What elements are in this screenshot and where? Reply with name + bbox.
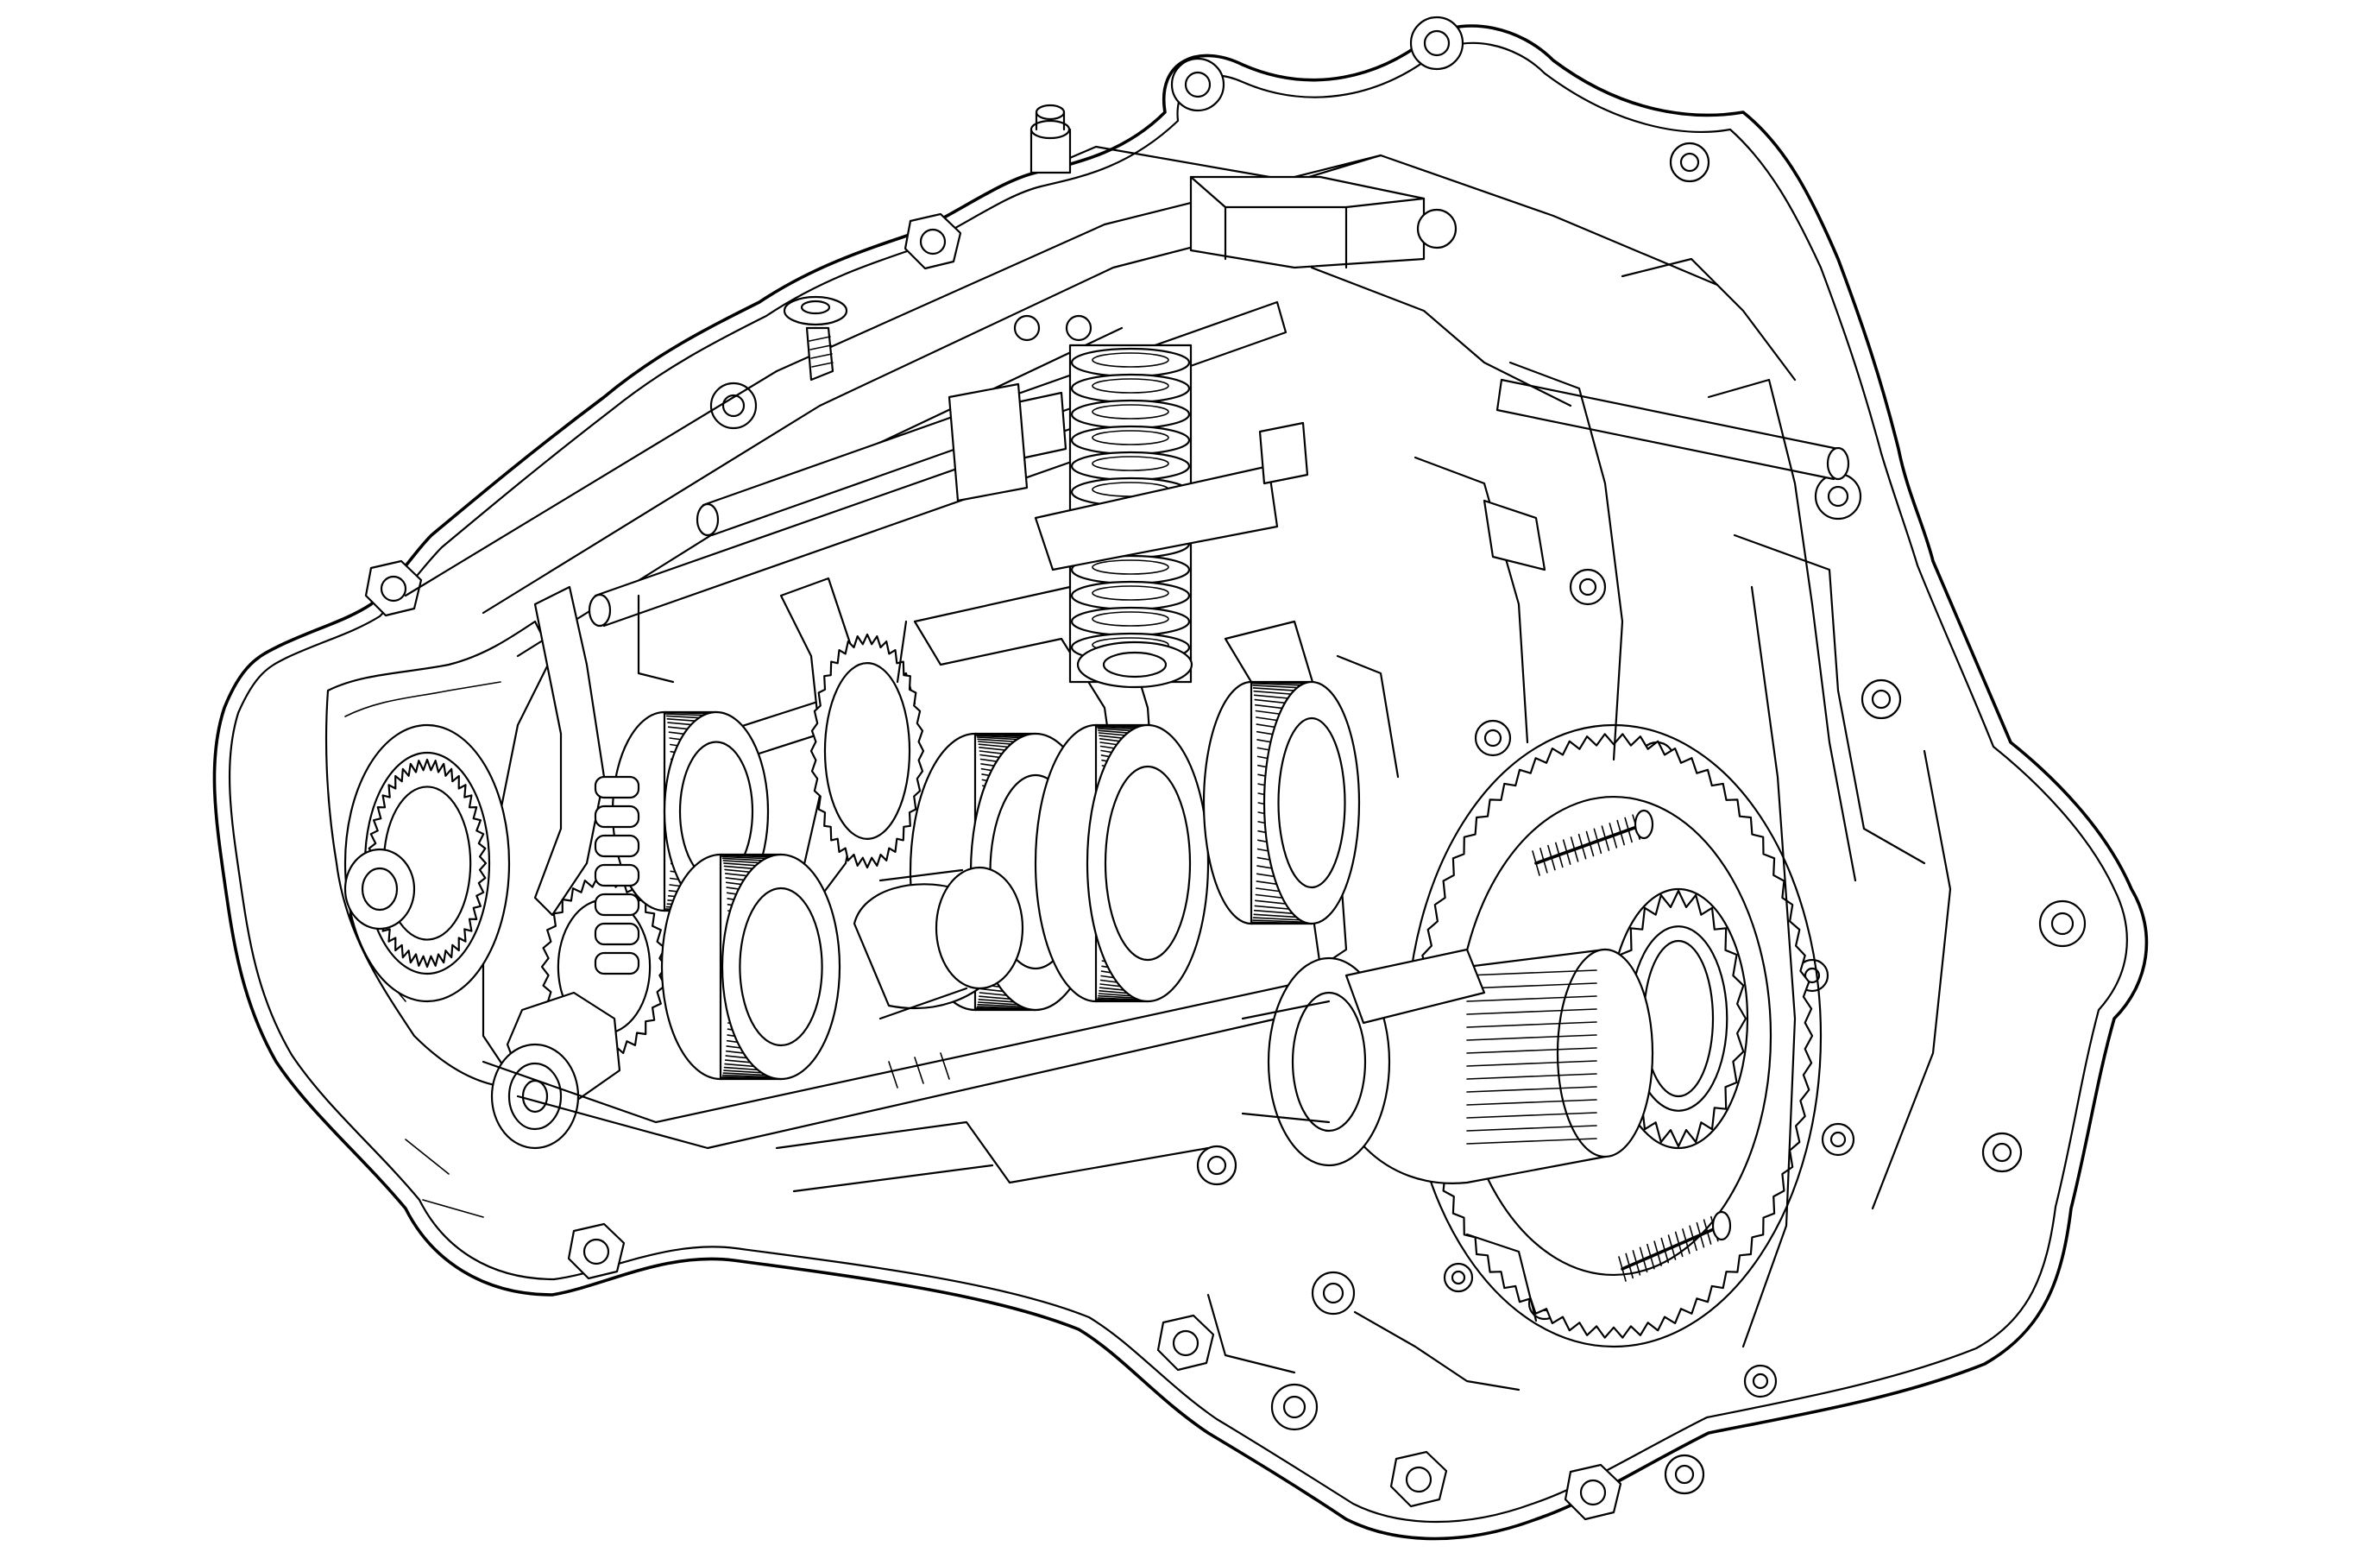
lower-housing [482, 982, 1296, 1193]
output-shaft-splines [1466, 969, 1597, 1145]
gear-reverse-gear [809, 633, 925, 869]
needle-bearing-rollers [594, 775, 640, 975]
threaded-studs [1532, 809, 1732, 1282]
input-shaft-hub [343, 723, 511, 1003]
hex-bolts [364, 212, 1622, 1521]
shift-rails [588, 300, 1850, 783]
breather-fitting [783, 295, 848, 382]
outer-housing [212, 24, 2149, 1541]
gear-main-helical-gear-2 [1034, 723, 1210, 1003]
selector-spring-assembly [948, 314, 1309, 689]
gear-fifth-gear [660, 853, 841, 1081]
cutaway-edges [405, 594, 1538, 1391]
gear-train [490, 633, 1361, 1150]
gear-output-helical-gear [1202, 680, 1361, 925]
bell-housing [1310, 257, 1952, 1348]
differential-assembly [1241, 723, 1823, 1348]
